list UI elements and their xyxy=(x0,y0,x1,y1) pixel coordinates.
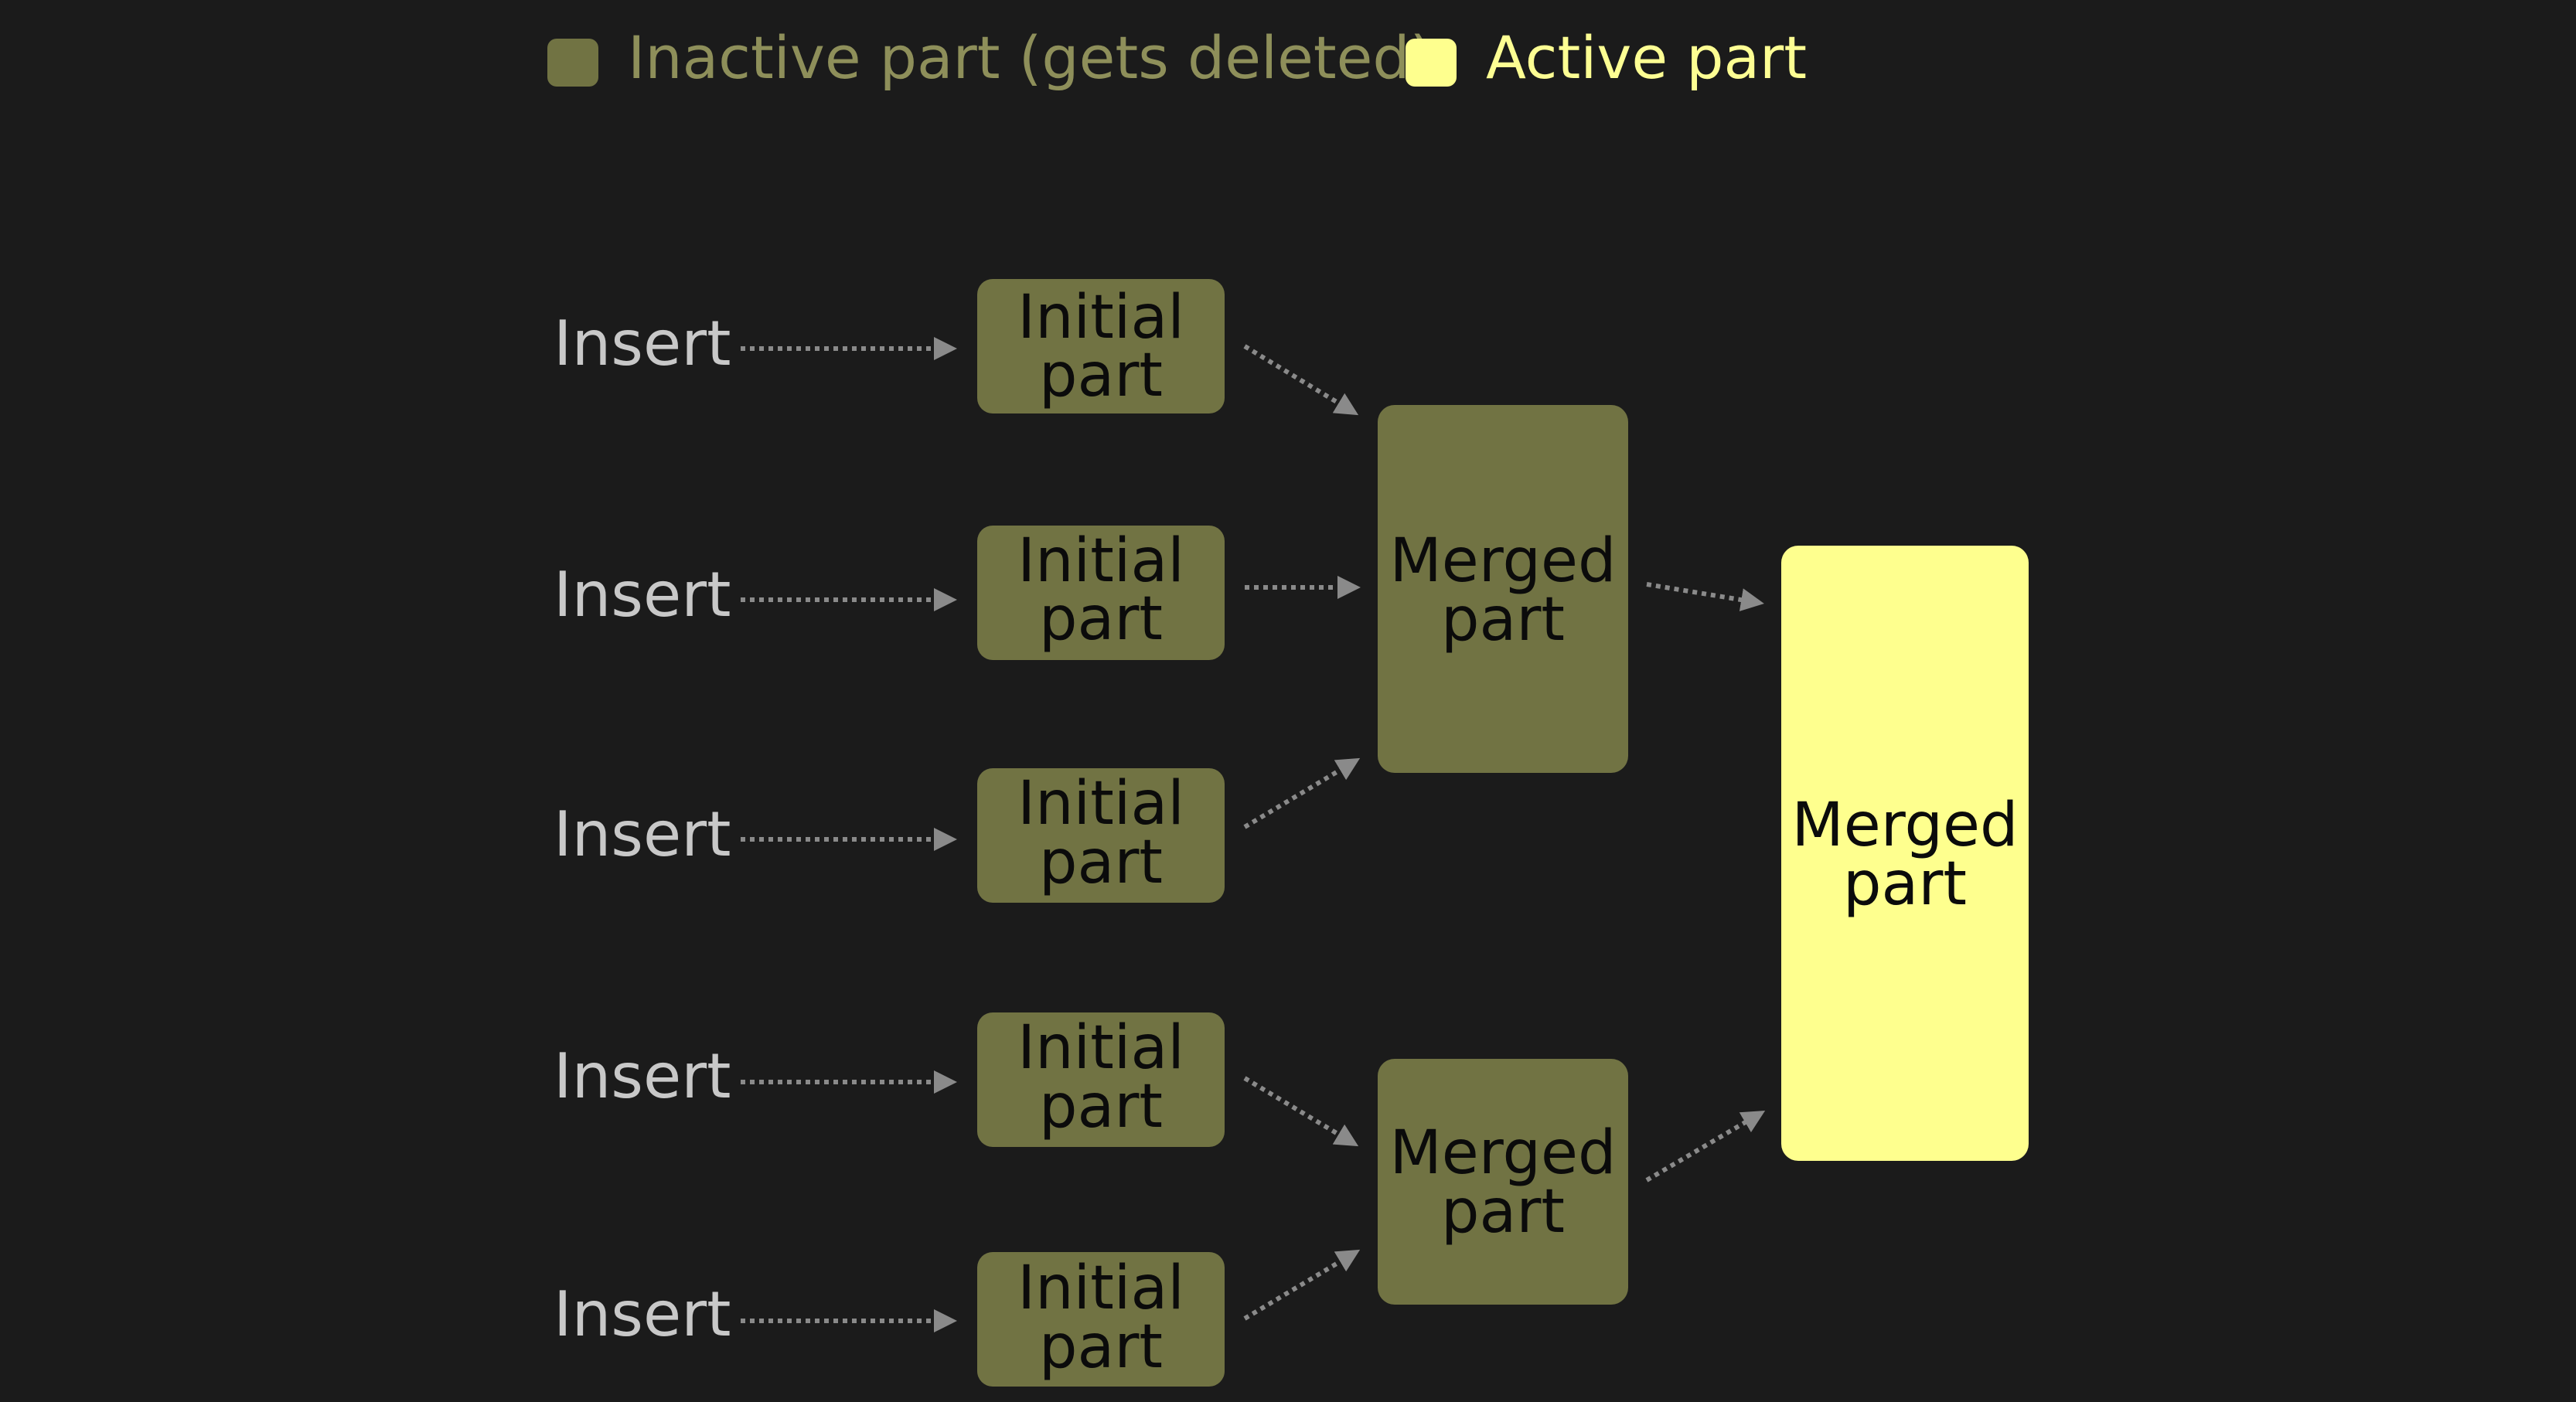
final-merged-part-line2: part xyxy=(1843,849,1967,919)
merged-part-line2: part xyxy=(1441,1177,1565,1247)
merge-arrow xyxy=(1243,1076,1359,1147)
initial-part-line2: part xyxy=(1039,1312,1163,1382)
final-edges xyxy=(1645,582,1766,1183)
insert-label: Insert xyxy=(554,1278,731,1350)
initial-part: Initial part xyxy=(977,526,1225,660)
final-merge-arrow xyxy=(1645,1110,1766,1183)
initial-part-line1: Initial xyxy=(1017,1254,1184,1323)
initial-part-line1: Initial xyxy=(1017,1013,1184,1083)
initial-parts: Initial part Initial part Initial part I… xyxy=(977,279,1225,1387)
legend-inactive-label: Inactive part (gets deleted) xyxy=(628,23,1433,92)
initial-part: Initial part xyxy=(977,768,1225,903)
insert-labels: Insert Insert Insert Insert Insert xyxy=(554,308,731,1350)
legend: Inactive part (gets deleted) Active part xyxy=(547,23,1807,92)
initial-part-line2: part xyxy=(1039,1072,1163,1142)
merged-part-line1: Merged xyxy=(1390,526,1617,596)
merged-part: Merged part xyxy=(1378,405,1628,773)
initial-part-line1: Initial xyxy=(1017,769,1184,839)
merged-part-line1: Merged xyxy=(1390,1118,1617,1188)
initial-part-line1: Initial xyxy=(1017,283,1184,352)
merge-edges xyxy=(1243,344,1361,1321)
insert-label: Insert xyxy=(554,1040,731,1112)
merged-parts: Merged part Merged part xyxy=(1378,405,1628,1305)
merge-arrow xyxy=(1243,757,1361,829)
initial-part: Initial part xyxy=(977,1012,1225,1147)
final-merge-arrow xyxy=(1646,582,1764,611)
insert-edges xyxy=(741,337,957,1332)
insert-label: Insert xyxy=(554,559,731,631)
legend-active-label: Active part xyxy=(1486,23,1807,92)
merged-part-line2: part xyxy=(1441,585,1565,655)
legend-inactive-swatch xyxy=(547,39,598,87)
insert-label: Insert xyxy=(554,308,731,379)
legend-active-swatch xyxy=(1406,39,1457,87)
initial-part: Initial part xyxy=(977,279,1225,413)
initial-part-line2: part xyxy=(1039,584,1163,654)
initial-part-line2: part xyxy=(1039,341,1163,410)
insert-label: Insert xyxy=(554,798,731,870)
initial-part: Initial part xyxy=(977,1252,1225,1387)
initial-part-line2: part xyxy=(1039,828,1163,897)
merged-part: Merged part xyxy=(1378,1059,1628,1305)
merge-arrow xyxy=(1243,1249,1361,1321)
final-merged-part: Merged part xyxy=(1781,546,2029,1161)
initial-part-line1: Initial xyxy=(1017,526,1184,596)
final-merged-part-line1: Merged xyxy=(1792,791,2019,860)
merge-arrow xyxy=(1243,344,1359,416)
